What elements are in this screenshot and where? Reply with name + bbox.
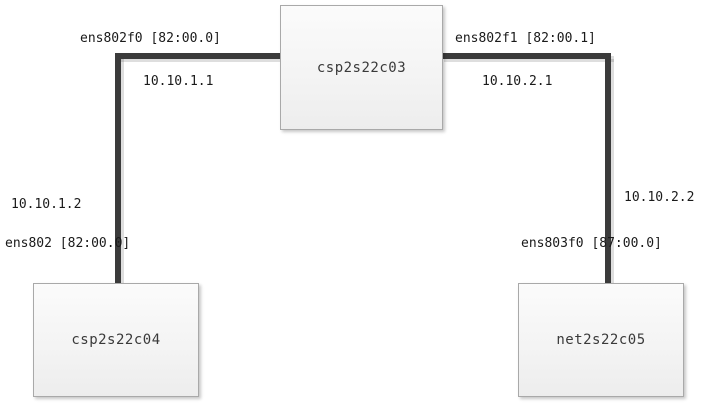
link-right-vertical-segment: [605, 53, 611, 285]
link-left-vertical-segment: [115, 53, 121, 285]
link-right-horizontal-segment: [441, 53, 611, 59]
node-csp2s22c03-label: csp2s22c03: [316, 59, 407, 76]
interface-label-csp2s22c03-right: ens802f1 [82:00.1]: [455, 31, 596, 46]
link-left-horizontal-segment: [115, 53, 282, 59]
interface-label-net2s22c05: ens803f0 [87:00.0]: [521, 236, 662, 251]
ip-label-csp2s22c03-left: 10.10.1.1: [143, 74, 214, 89]
link-left-horizontal-shadow: [118, 59, 284, 62]
ip-label-csp2s22c03-right: 10.10.2.1: [482, 74, 553, 89]
node-net2s22c05-label: net2s22c05: [556, 332, 646, 348]
link-left-vertical-shadow: [121, 56, 124, 286]
ip-label-net2s22c05: 10.10.2.2: [624, 190, 695, 205]
node-csp2s22c04: csp2s22c04: [33, 283, 199, 397]
link-right-horizontal-shadow: [444, 59, 614, 62]
node-csp2s22c03: csp2s22c03: [280, 5, 443, 130]
node-net2s22c05: net2s22c05: [518, 283, 684, 397]
interface-label-csp2s22c04: ens802 [82:00.0]: [5, 236, 131, 251]
interface-label-csp2s22c03-left: ens802f0 [82:00.0]: [80, 31, 221, 46]
node-csp2s22c04-label: csp2s22c04: [71, 332, 161, 348]
ip-label-csp2s22c04: 10.10.1.2: [11, 197, 82, 212]
link-right-vertical-shadow: [611, 56, 614, 286]
